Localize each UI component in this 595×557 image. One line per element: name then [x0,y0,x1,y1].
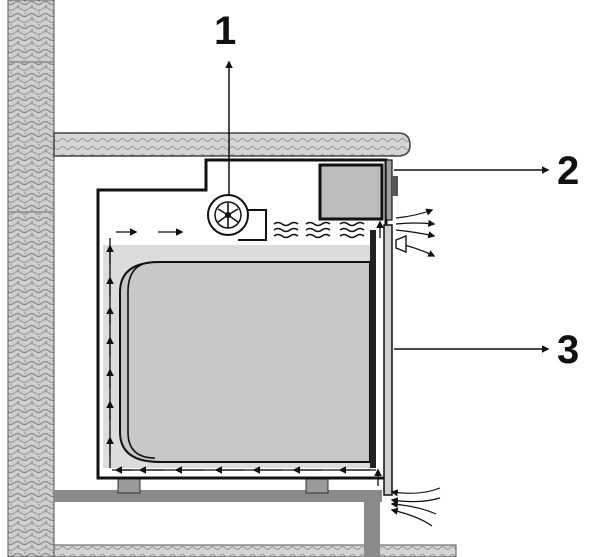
floor [53,544,457,557]
control-module [318,163,384,221]
oven-feet [117,478,329,494]
oven-cavity [119,261,371,463]
cavity-rim [127,261,156,459]
oven-door [383,224,393,496]
control-panel [385,159,398,221]
callout-1-label: 1 [214,9,236,53]
countertop [53,132,411,157]
intake-air-arrows [390,487,441,527]
callout-3-label: 3 [557,328,579,372]
airflow-arrows-door-gap [374,220,384,486]
exhaust-out-arrows [395,208,436,257]
exhaust-air-waves [273,221,365,239]
cooling-fan-icon [207,194,267,241]
callout-2-label: 2 [557,149,579,193]
wall [7,0,55,557]
door-inner-pane [370,230,376,468]
exhaust-deflector-icon [395,234,407,254]
